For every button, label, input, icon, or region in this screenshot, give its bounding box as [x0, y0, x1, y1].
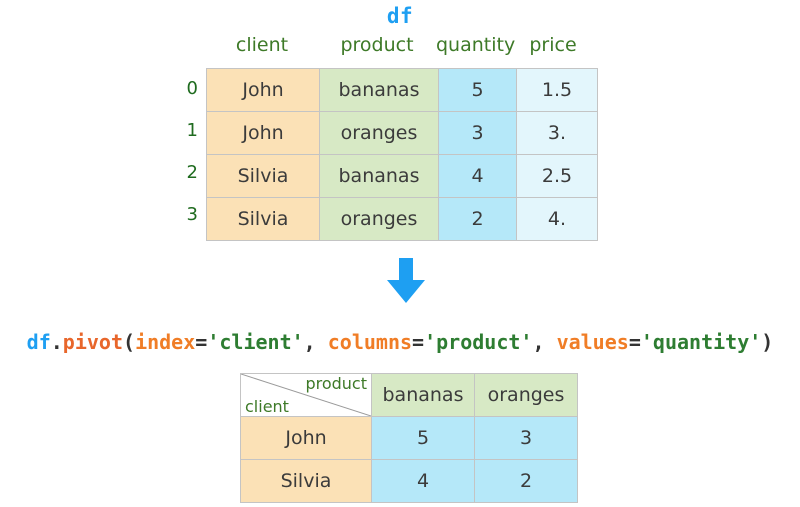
code-token-1: .	[50, 330, 63, 354]
code-token-10: 'product'	[424, 330, 533, 354]
cell-product-1: oranges	[319, 111, 439, 155]
result-index-silvia: Silvia	[240, 459, 372, 503]
table-row: Silvia 4 2	[240, 459, 578, 503]
cell-quantity-0: 5	[438, 68, 517, 112]
result-table: product client bananas oranges John 5 3 …	[240, 373, 578, 503]
cell-quantity-1: 3	[438, 111, 517, 155]
cell-product-3: oranges	[319, 197, 439, 241]
column-header-product: product	[340, 34, 414, 56]
table-row: Silvia bananas 4 2.5	[206, 154, 598, 198]
page-title: df	[386, 4, 414, 28]
table-row: Silvia oranges 2 4.	[206, 197, 598, 241]
table-row: John 5 3	[240, 416, 578, 460]
result-header-row: product client bananas oranges	[240, 373, 578, 417]
index-label-2: 2	[186, 162, 198, 183]
code-token-15: )	[761, 330, 774, 354]
code-token-11: ,	[532, 330, 557, 354]
result-column-header-oranges: oranges	[474, 373, 578, 417]
column-header-price: price	[529, 34, 577, 56]
code-token-12: values	[556, 330, 629, 354]
arrow-down-icon	[385, 258, 427, 304]
table-row: John oranges 3 3.	[206, 111, 598, 155]
source-dataframe: client product quantity price 0 1 2 3 Jo…	[168, 32, 598, 241]
code-token-14: 'quantity'	[640, 330, 762, 354]
cell-price-2: 2.5	[516, 154, 598, 198]
result-cell-silvia-bananas: 4	[371, 459, 475, 503]
cell-price-1: 3.	[516, 111, 598, 155]
cell-client-2: Silvia	[206, 154, 320, 198]
source-table: John bananas 5 1.5 John oranges 3 3. Sil…	[206, 68, 598, 241]
code-token-4: index	[135, 330, 196, 354]
result-index-john: John	[240, 416, 372, 460]
index-label-3: 3	[186, 204, 198, 225]
source-table-index: 0 1 2 3	[168, 68, 198, 236]
table-row: John bananas 5 1.5	[206, 68, 598, 112]
corner-split-cell: product client	[240, 373, 372, 417]
column-header-client: client	[235, 34, 289, 56]
index-label-0: 0	[186, 78, 198, 99]
code-token-5: =	[195, 330, 208, 354]
corner-columns-label: product	[305, 374, 367, 393]
result-cell-john-oranges: 3	[474, 416, 578, 460]
cell-client-1: John	[206, 111, 320, 155]
result-cell-silvia-oranges: 2	[474, 459, 578, 503]
code-token-9: =	[412, 330, 425, 354]
cell-client-0: John	[206, 68, 320, 112]
code-expression: df.pivot(index='client', columns='produc…	[0, 330, 800, 354]
cell-product-0: bananas	[319, 68, 439, 112]
cell-price-0: 1.5	[516, 68, 598, 112]
code-token-0: df	[26, 330, 51, 354]
cell-quantity-2: 4	[438, 154, 517, 198]
index-label-1: 1	[186, 120, 198, 141]
cell-client-3: Silvia	[206, 197, 320, 241]
cell-product-2: bananas	[319, 154, 439, 198]
source-table-header-row: client product quantity price	[168, 32, 598, 68]
result-cell-john-bananas: 5	[371, 416, 475, 460]
cell-quantity-3: 2	[438, 197, 517, 241]
code-token-7: ,	[303, 330, 328, 354]
code-token-2: pivot	[62, 330, 124, 354]
column-header-quantity: quantity	[436, 34, 516, 56]
corner-index-label: client	[245, 397, 289, 416]
code-token-3: (	[123, 330, 136, 354]
code-token-6: 'client'	[207, 330, 304, 354]
cell-price-3: 4.	[516, 197, 598, 241]
code-token-8: columns	[327, 330, 413, 354]
result-column-header-bananas: bananas	[371, 373, 475, 417]
code-token-13: =	[628, 330, 641, 354]
